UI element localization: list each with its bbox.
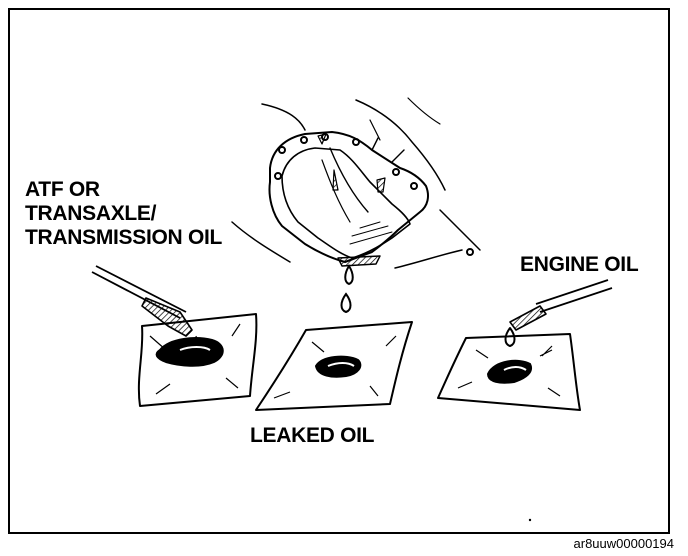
figure-code: ar8uuw00000194 xyxy=(573,536,674,551)
right-paper-sheet xyxy=(437,279,613,411)
middle-paper-sheet xyxy=(255,321,413,411)
speck xyxy=(528,518,532,522)
diagram-frame xyxy=(8,8,670,534)
oil-pan xyxy=(231,97,481,269)
atf-oil-label: ATF OR TRANSAXLE/ TRANSMISSION OIL xyxy=(25,178,222,250)
leaked-oil-label: LEAKED OIL xyxy=(250,424,375,447)
atf-label-line-2: TRANSAXLE/ xyxy=(25,202,157,225)
atf-label-line-3: TRANSMISSION OIL xyxy=(25,226,223,249)
atf-label-line-1: ATF OR xyxy=(25,178,100,201)
left-paper-sheet xyxy=(91,265,258,407)
engine-oil-label: ENGINE OIL xyxy=(520,253,639,276)
oil-drops xyxy=(340,264,354,314)
